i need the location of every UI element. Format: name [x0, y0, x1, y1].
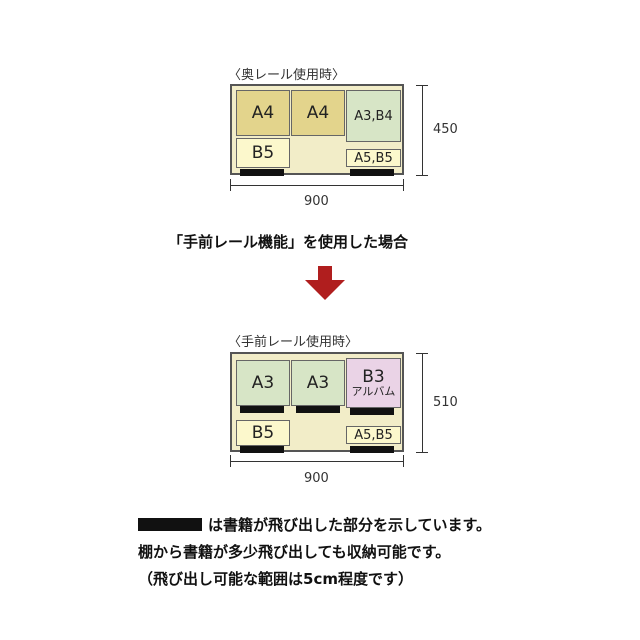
bottom-protrusion-a3-2 — [296, 406, 340, 413]
top-width-tick-right — [403, 179, 404, 191]
bottom-book-a3-2: A3 — [291, 360, 345, 406]
legend-line-2: 棚から書籍が多少飛び出しても収納可能です。 — [138, 543, 451, 561]
top-book-a4-2: A4 — [291, 90, 345, 136]
bottom-protrusion-a3-1 — [240, 406, 284, 413]
top-book-a5b5: A5,B5 — [346, 149, 401, 167]
top-book-b5: B5 — [236, 138, 290, 168]
bottom-protrusion-left — [240, 446, 284, 453]
bottom-protrusion-b3 — [350, 408, 394, 415]
bottom-book-b5: B5 — [236, 420, 290, 446]
bottom-height-label: 510 — [433, 395, 458, 410]
top-book-a4-1: A4 — [236, 90, 290, 136]
rail-heading: 「手前レール機能」を使用した場合 — [168, 233, 409, 251]
bottom-width-label: 900 — [304, 471, 329, 486]
bottom-width-line — [230, 461, 404, 462]
legend-line-1: は書籍が飛び出した部分を示しています。 — [138, 514, 491, 535]
protrusion-legend-swatch — [138, 518, 202, 531]
legend-text-1: は書籍が飛び出した部分を示しています。 — [208, 516, 492, 534]
bottom-caption: 〈手前レール使用時〉 — [228, 335, 359, 350]
top-caption: 〈奥レール使用時〉 — [228, 68, 346, 83]
bottom-book-album-label: アルバム — [351, 385, 396, 399]
top-width-line — [230, 185, 404, 186]
bottom-book-a5b5: A5,B5 — [346, 426, 401, 444]
top-height-line — [422, 85, 423, 175]
top-protrusion-right — [350, 169, 394, 176]
bottom-protrusion-right — [350, 446, 394, 453]
bottom-height-tick-bottom — [416, 452, 428, 453]
bottom-height-line — [422, 353, 423, 452]
legend-line-3: （飛び出し可能な範囲は5cm程度です） — [138, 570, 413, 588]
bottom-book-b3-label: B3 — [362, 366, 385, 387]
bottom-width-tick-right — [403, 455, 404, 467]
top-book-a3b4: A3,B4 — [346, 90, 401, 142]
bottom-book-a3-1: A3 — [236, 360, 290, 406]
top-width-label: 900 — [304, 194, 329, 209]
top-protrusion-left — [240, 169, 284, 176]
bottom-book-b3-album: B3 アルバム — [346, 358, 401, 408]
top-height-tick-bottom — [416, 175, 428, 176]
top-height-label: 450 — [433, 122, 458, 137]
